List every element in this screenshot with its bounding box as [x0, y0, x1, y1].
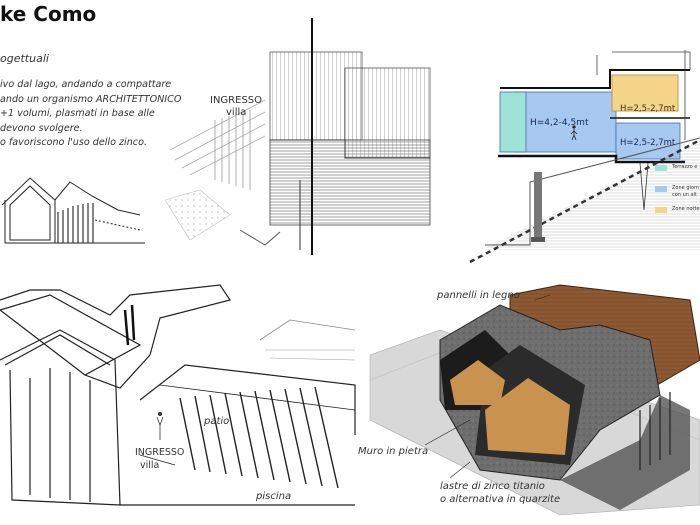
ingresso-label-bottom: INGRESSO	[135, 447, 185, 458]
concept-text: ivo dal lago, andando a compattare ando …	[0, 78, 181, 151]
legend-swatch	[655, 207, 667, 213]
piscina-label: piscina	[256, 491, 292, 502]
villa-label-top: villa	[226, 107, 247, 118]
patio-label: patio	[204, 416, 230, 427]
villa-label-bottom: villa	[140, 460, 160, 471]
legend-label-2: Zone giorn	[672, 185, 700, 191]
concept-line: +1 volumi, plasmati in base alle	[0, 108, 155, 119]
page-title: ke Como	[0, 2, 97, 26]
concept-house-sketch	[1, 177, 145, 244]
perspective-sketch	[0, 284, 356, 506]
legend-label-1: Terrazzo e	[672, 164, 698, 170]
concept-line: ivo dal lago, andando a compattare	[0, 79, 172, 90]
legend-sub-label: con un alt	[672, 192, 697, 198]
muro-label: Muro in pietra	[358, 446, 429, 457]
volumes-sketch	[164, 18, 431, 255]
legend-swatch	[655, 165, 667, 171]
legend-label-3: Zone notte	[672, 206, 700, 212]
section-height-label-1: H=4,2-4,5mt	[530, 118, 589, 128]
legend-swatch	[655, 186, 667, 192]
render-3d	[369, 284, 700, 516]
pannelli-label: pannelli in legno	[437, 290, 520, 301]
section-height-label-2: H=2,5-2,7mt	[620, 104, 676, 114]
lastre-label-1: lastre di zinco titanio	[440, 481, 545, 492]
section-height-label-3: H=2,5-2,7mt	[620, 138, 676, 148]
ingresso-label-top: INGRESSO	[210, 95, 263, 106]
concept-line: o favoriscono l'uso dello zinco.	[0, 137, 147, 148]
concept-line: devono svolgere.	[0, 122, 83, 134]
section-drawing	[469, 50, 700, 264]
lastre-label-2: o alternativa in quarzite	[440, 494, 561, 505]
concept-line: ando un organismo ARCHITETTONICO	[0, 93, 182, 105]
concept-heading: ogettuali	[0, 52, 49, 65]
